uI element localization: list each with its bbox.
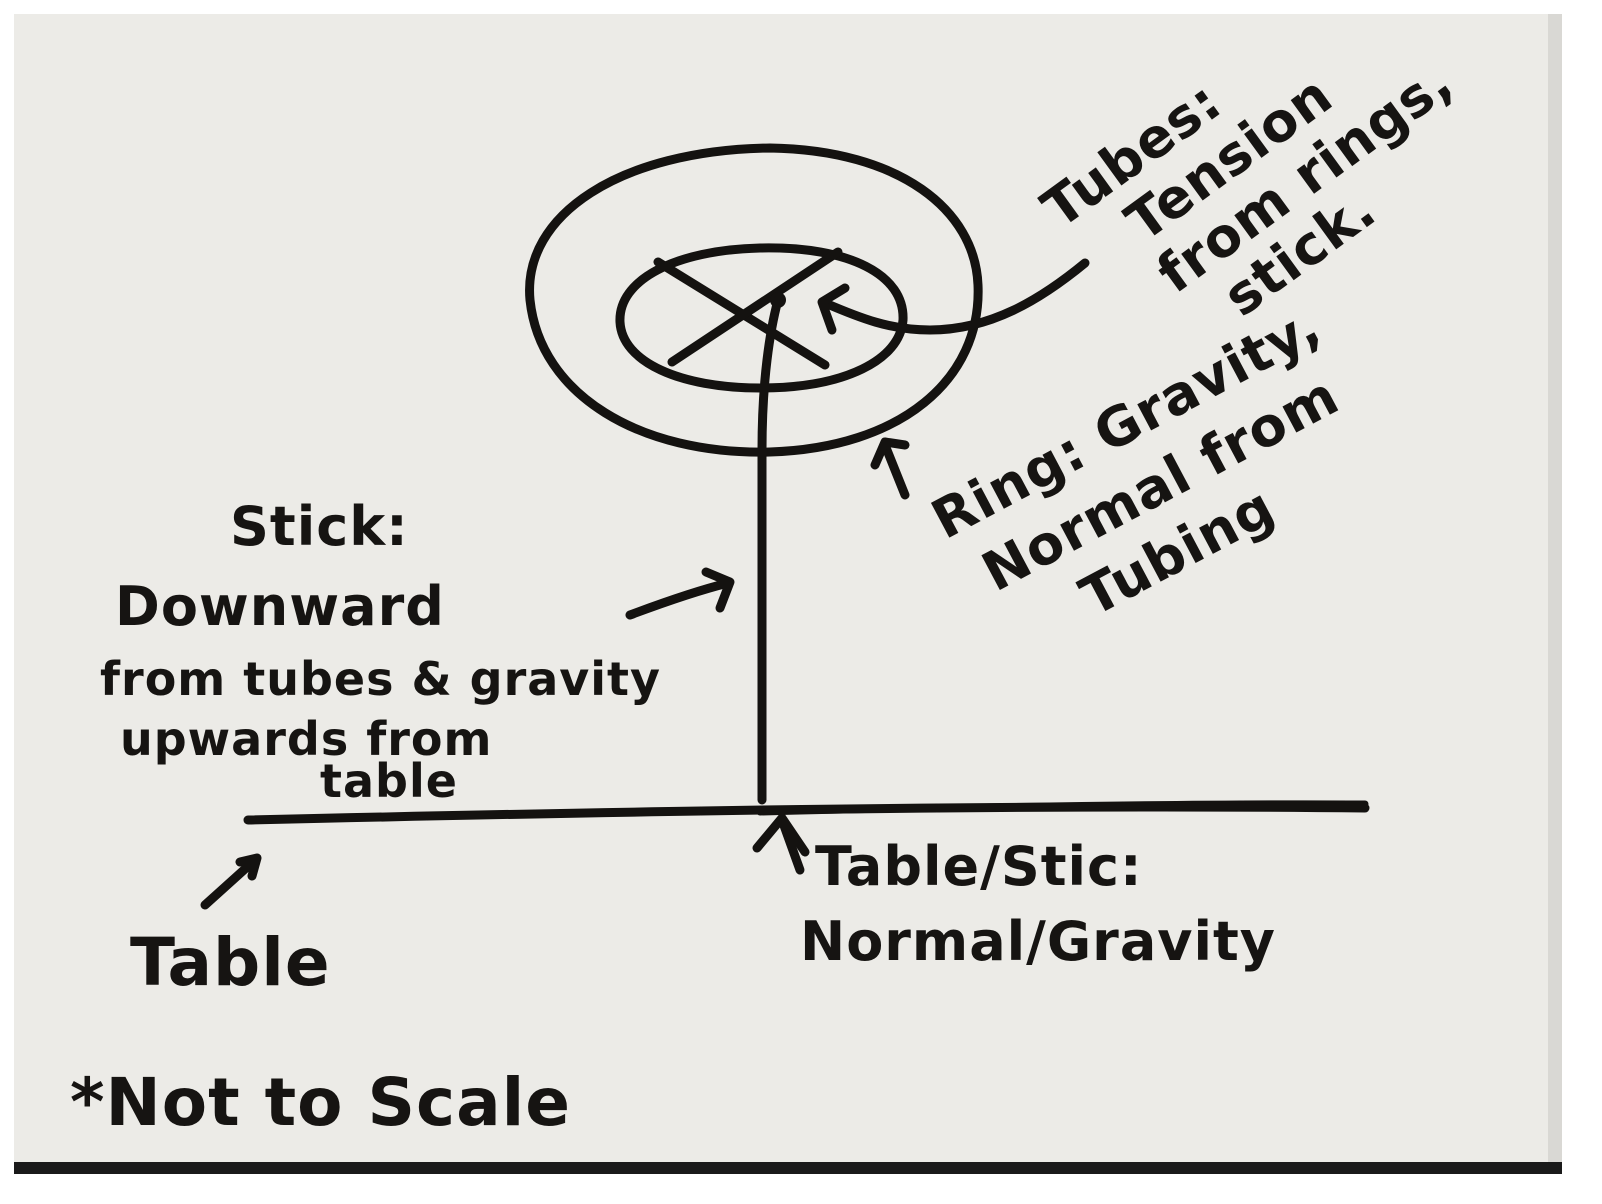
stick-label-line: Stick: (230, 495, 409, 558)
table-arrow (200, 855, 260, 910)
stick-label-line: Downward (115, 575, 445, 638)
stick-label-line: from tubes & gravity (100, 652, 661, 706)
table-label: Table (130, 924, 331, 1001)
whiteboard-surface (14, 14, 1562, 1162)
scale-note: *Not to Scale (70, 1064, 571, 1141)
ring-arrow (880, 440, 910, 500)
table-line-drawing (756, 800, 1369, 816)
table-stick-label-line: Table/Stic: (815, 835, 1143, 898)
stick-label-line: table (320, 754, 458, 808)
ring-spoke (667, 247, 843, 367)
stick-arrow (625, 578, 733, 620)
stick-label-line: upwards from (120, 712, 492, 766)
outer-ring-drawing (525, 143, 983, 457)
tubes-arrow (820, 258, 1090, 335)
table-stick-label-line: Normal/Gravity (800, 910, 1276, 973)
table-arrowhead (235, 853, 262, 881)
ring-arrowhead (870, 437, 910, 470)
tubes-arrowhead (817, 283, 850, 335)
whiteboard-right-frame (1548, 14, 1562, 1162)
stick-label: Stick: Downward from tubes & gravity upw… (100, 495, 661, 808)
junction-arrow-tail (777, 815, 805, 875)
whiteboard-bottom-edge (14, 1162, 1562, 1174)
stick-arrowhead (701, 567, 735, 613)
stick-drawing (757, 295, 783, 805)
table-stick-label: Table/Stic: Normal/Gravity (800, 835, 1276, 973)
